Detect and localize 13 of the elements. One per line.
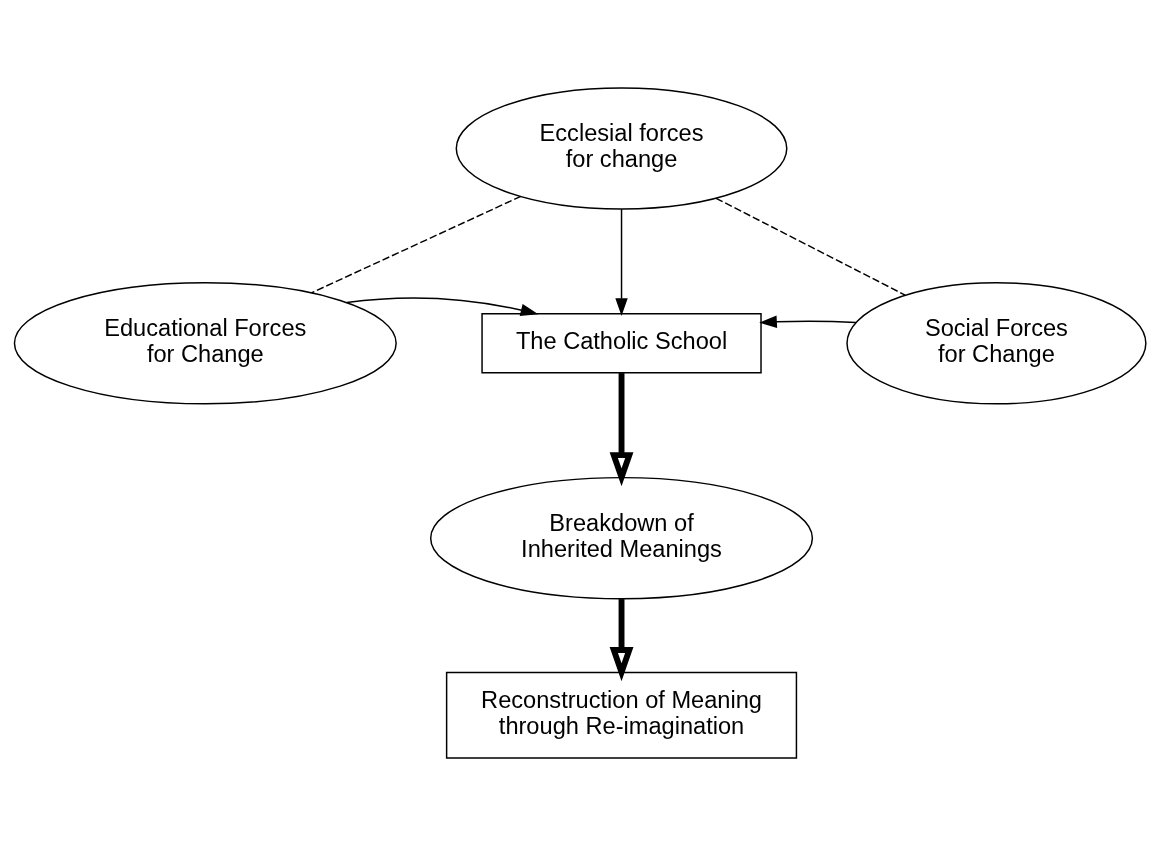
node-box: Reconstruction of Meaning through Re-imagination: [445, 671, 798, 759]
connector: [715, 197, 906, 296]
arrow: [615, 207, 628, 316]
arrow: [609, 372, 634, 486]
node-ellipse: Breakdown of Inherited Meanings: [429, 476, 814, 599]
node-ellipse: Educational Forces for Change: [13, 281, 397, 405]
arrow: [346, 296, 539, 316]
node-ellipse: Ecclesial forces for change: [455, 86, 788, 210]
node-ellipse: Social Forces for Change: [846, 281, 1147, 405]
node-box: The Catholic School: [481, 312, 762, 374]
connector: [310, 195, 522, 293]
arrow: [759, 315, 857, 328]
arrow: [609, 598, 634, 681]
